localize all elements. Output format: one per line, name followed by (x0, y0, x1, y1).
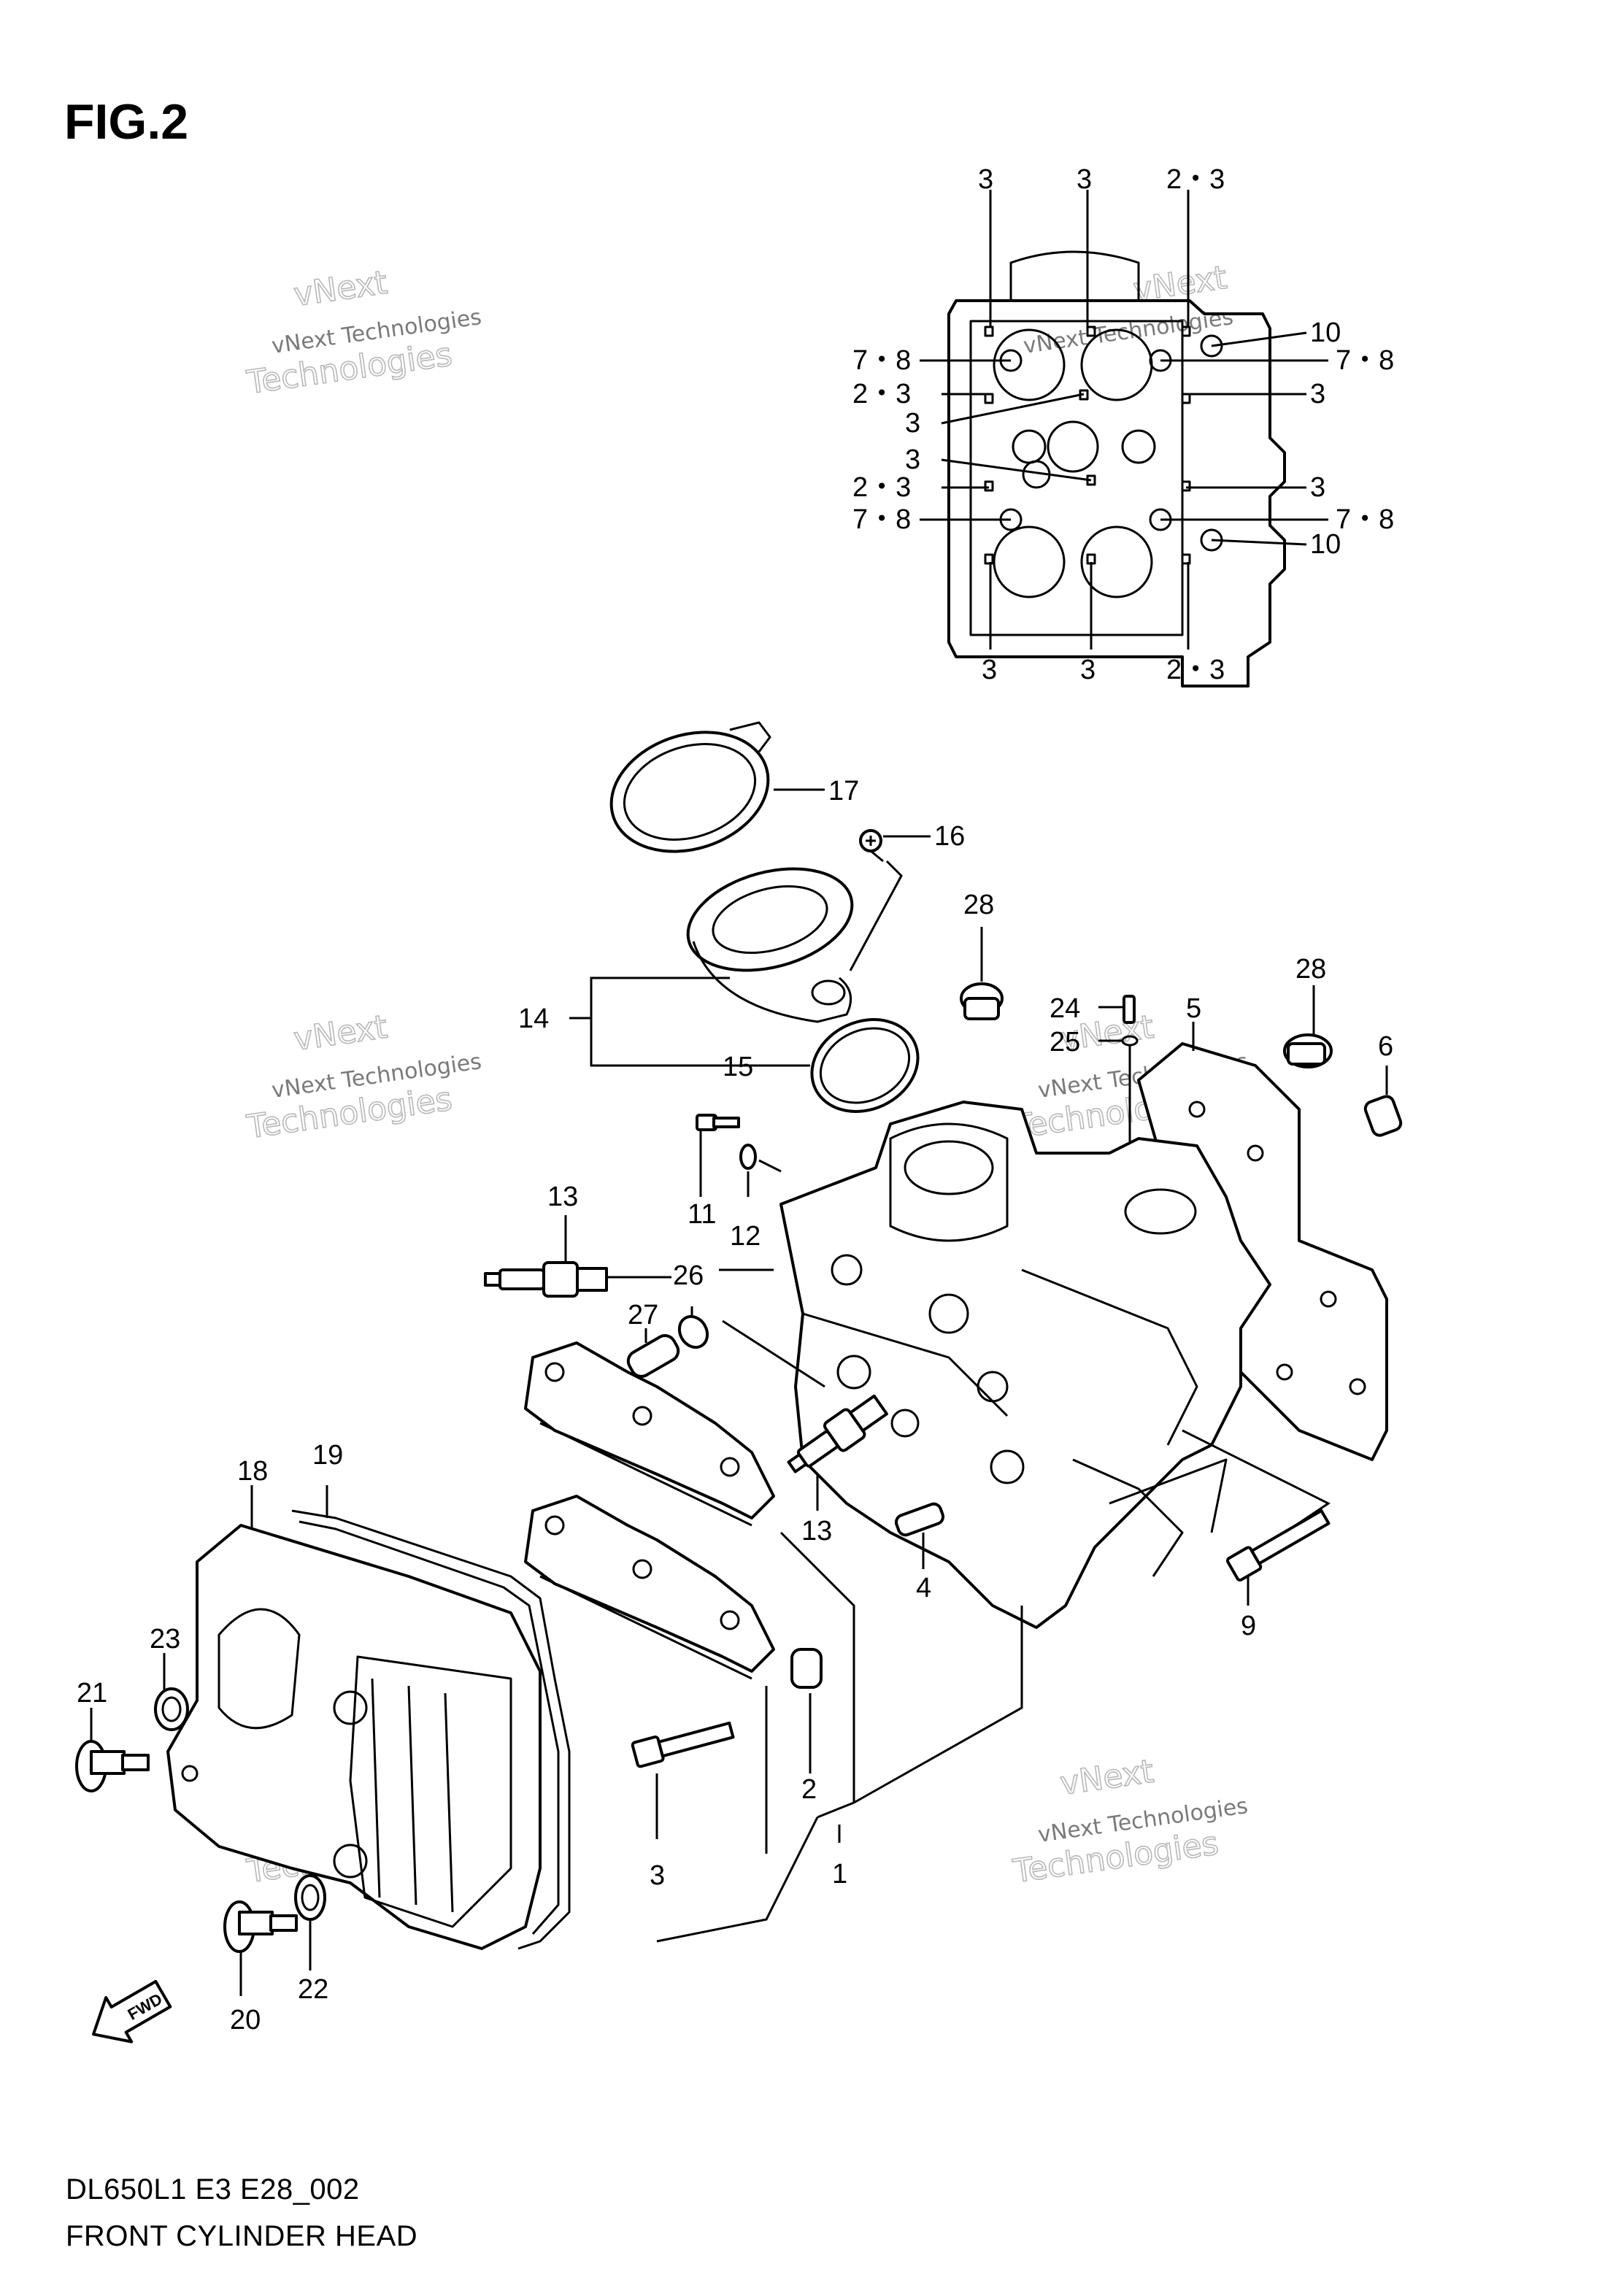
watermark-text: vNext (1058, 1753, 1155, 1803)
bolt (1226, 1509, 1331, 1582)
top-view-callouts: 3 3 2・3 10 7・8 7・8 2・3 3 3 3 2・3 3 7・8 7… (852, 164, 1394, 685)
callout-label: 3 (982, 655, 997, 685)
callout-label: 10 (1310, 317, 1341, 348)
callout-label: 12 (730, 1221, 761, 1252)
callout-label: 19 (312, 1440, 343, 1471)
callout-label: 17 (828, 776, 859, 806)
dowel-pin (1363, 1095, 1403, 1137)
callout-label: 7・8 (852, 504, 911, 535)
camshaft-holder (524, 1341, 775, 1527)
callout-label: 20 (230, 2005, 261, 2035)
callout-label: 7・8 (1336, 345, 1394, 376)
callout-label: 23 (150, 1624, 180, 1654)
figure-label: FIG.2 (64, 94, 189, 150)
cover-gasket (291, 1509, 571, 1950)
callout-label: 26 (673, 1260, 704, 1291)
cylinder-head-body (779, 1101, 1271, 1629)
bolt (631, 1721, 735, 1768)
callout-label: 9 (1241, 1611, 1256, 1641)
callout-label: 10 (1310, 529, 1341, 560)
cover-bolt (75, 1740, 150, 1792)
callout-label: 13 (801, 1516, 832, 1546)
callout-label: 2・3 (1166, 164, 1225, 195)
spark-plug (787, 1394, 888, 1473)
bolt (696, 1114, 740, 1131)
camshaft-holder (524, 1495, 775, 1680)
plug (1283, 1033, 1333, 1068)
cylinder-head-top-view (947, 250, 1286, 687)
callout-label: 25 (1050, 1027, 1080, 1058)
callout-label: 3 (1310, 472, 1325, 503)
callout-label: 7・8 (852, 345, 911, 376)
screw (859, 829, 884, 863)
watermark-text: vNext (291, 264, 389, 314)
callout-label: 1 (832, 1859, 847, 1889)
callout-label: 14 (518, 1003, 549, 1034)
grommet (294, 1874, 326, 1921)
dowel-pin (626, 1334, 680, 1378)
callout-label: 28 (1295, 954, 1326, 985)
dowel-pin (790, 1648, 823, 1689)
callout-label: 27 (628, 1300, 658, 1330)
cylinder-head-cover (166, 1524, 542, 1950)
callout-label: 3 (1077, 164, 1092, 195)
callout-label: 2 (801, 1774, 817, 1805)
callout-label: 21 (77, 1678, 107, 1708)
callout-label: 3 (905, 408, 920, 439)
callout-label: 11 (688, 1199, 716, 1230)
o-ring (810, 1018, 920, 1113)
valve-guide (894, 1502, 945, 1537)
callout-label: 3 (1310, 379, 1325, 409)
callout-label: 28 (963, 890, 994, 920)
cover-bolt (223, 1900, 298, 1953)
callout-label: 3 (650, 1860, 665, 1891)
plug (960, 982, 1004, 1020)
washer (677, 1314, 709, 1349)
grommet (154, 1687, 189, 1731)
callout-label: 2・3 (852, 472, 911, 503)
callout-label: 5 (1186, 993, 1201, 1024)
callout-label: 4 (916, 1573, 931, 1603)
callout-label: 18 (237, 1456, 268, 1487)
diagram-title: FRONT CYLINDER HEAD (66, 2220, 418, 2252)
callout-label: 24 (1050, 993, 1080, 1024)
callout-label: 3 (978, 164, 993, 195)
callout-label: 22 (298, 1974, 328, 2005)
diagram-code: DL650L1 E3 E28_002 (66, 2173, 360, 2206)
callout-label: 15 (723, 1052, 753, 1082)
intake-pipe (686, 867, 854, 1023)
callout-label: 3 (1080, 655, 1096, 685)
callout-label: 2・3 (852, 379, 911, 409)
washer (739, 1144, 757, 1170)
intake-clamp (609, 721, 771, 853)
fwd-arrow-icon: FWD (92, 1980, 172, 2043)
exploded-callouts: 17 16 28 28 14 15 24 25 5 6 13 11 12 26 … (77, 776, 1393, 2035)
callout-label: 7・8 (1336, 504, 1394, 535)
fitting (1121, 995, 1139, 1047)
watermark-text: vNext (291, 1009, 389, 1058)
top-view-leaders (920, 190, 1328, 650)
callout-label: 16 (934, 821, 965, 852)
callout-label: 2・3 (1166, 655, 1225, 685)
callout-label: 6 (1378, 1031, 1393, 1062)
spark-plug (484, 1261, 608, 1298)
callout-label: 3 (905, 444, 920, 475)
callout-label: 13 (547, 1182, 578, 1212)
